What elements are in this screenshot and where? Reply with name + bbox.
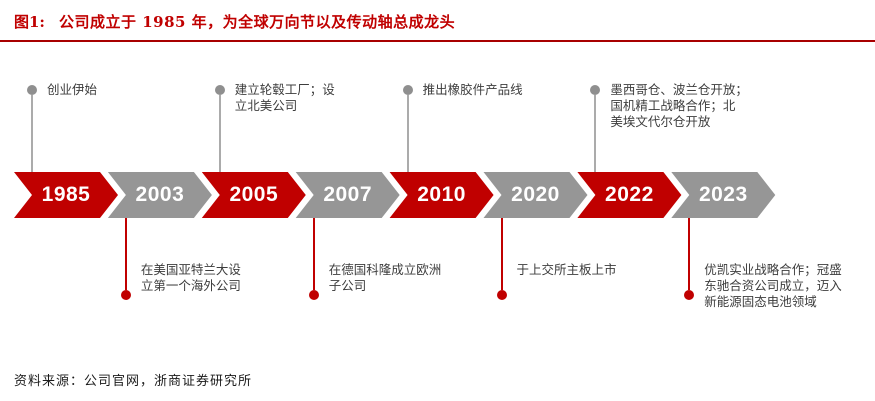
milestone-note-2005: 建立轮毂工厂；设 立北美公司: [234, 83, 335, 113]
year-label-2023: 2023: [698, 183, 748, 206]
milestone-note-2020: 于上交所主板上市: [516, 263, 617, 277]
timeline-arrow-1985: [11, 172, 121, 218]
year-label-2010: 2010: [417, 183, 466, 206]
timeline-arrow-2023: [668, 172, 778, 218]
timeline-arrow-2022: [574, 172, 684, 218]
milestone-note-2022: 墨西哥仓、波兰仓开放； 国机精工战略合作；北 美埃文代尔仓开放: [610, 83, 748, 129]
year-label-2020: 2020: [511, 183, 560, 206]
connector-dot-2005: [214, 85, 225, 95]
connector-dot-2003: [120, 290, 131, 300]
timeline-arrow-2007: [293, 172, 403, 218]
source-note: 资料来源：公司官网，浙商证券研究所: [14, 374, 253, 389]
year-label-1985: 1985: [41, 183, 91, 206]
connector-line-2003: [124, 218, 127, 290]
milestone-note-2003: 在美国亚特兰大设 立第一个海外公司: [140, 263, 241, 293]
year-label-2003: 2003: [135, 183, 185, 206]
year-label-2022: 2022: [605, 183, 654, 206]
timeline-arrow-2003: [105, 172, 215, 218]
year-label-2007: 2007: [323, 183, 373, 206]
company-history-timeline: 1985 创业伊始 2003 在美国亚特兰大设 立第一个海外公司 2005 建立轮毂工厂；…: [11, 83, 842, 309]
timeline-arrow-2010: [387, 172, 497, 218]
connector-dot-2007: [308, 290, 319, 300]
title-divider: [0, 40, 875, 42]
milestone-note-2010: 推出橡胶件产品线: [422, 83, 523, 97]
milestone-note-2023: 优凯实业战略合作；冠盛 东驰合资公司成立，迈入 新能源固态电池领域: [704, 263, 842, 309]
connector-line-2005: [218, 95, 221, 172]
figure-title-text: 公司成立于 1985 年，为全球万向节以及传动轴总成龙头: [58, 13, 456, 31]
connector-dot-2022: [590, 85, 601, 95]
connector-dot-2020: [496, 290, 507, 300]
milestone-note-1985: 创业伊始: [47, 83, 98, 97]
milestone-note-2007: 在德国科隆成立欧洲 子公司: [328, 263, 442, 293]
connector-line-2022: [594, 95, 597, 172]
connector-line-2023: [688, 218, 691, 290]
timeline-arrows: [11, 172, 778, 218]
connector-line-2010: [406, 95, 409, 172]
figure-number: 图1:: [14, 13, 45, 31]
figure-title: 图1: 公司成立于 1985 年，为全球万向节以及传动轴总成龙头: [14, 11, 455, 32]
connector-line-2020: [500, 218, 503, 290]
connector-dot-2010: [402, 85, 413, 95]
timeline-arrow-2020: [480, 172, 591, 218]
year-label-2005: 2005: [229, 183, 279, 206]
connector-dot-1985: [27, 85, 37, 95]
connector-line-2007: [312, 218, 315, 290]
connector-dot-2023: [684, 290, 695, 300]
timeline-arrow-2005: [199, 172, 309, 218]
connector-line-1985: [31, 95, 33, 172]
